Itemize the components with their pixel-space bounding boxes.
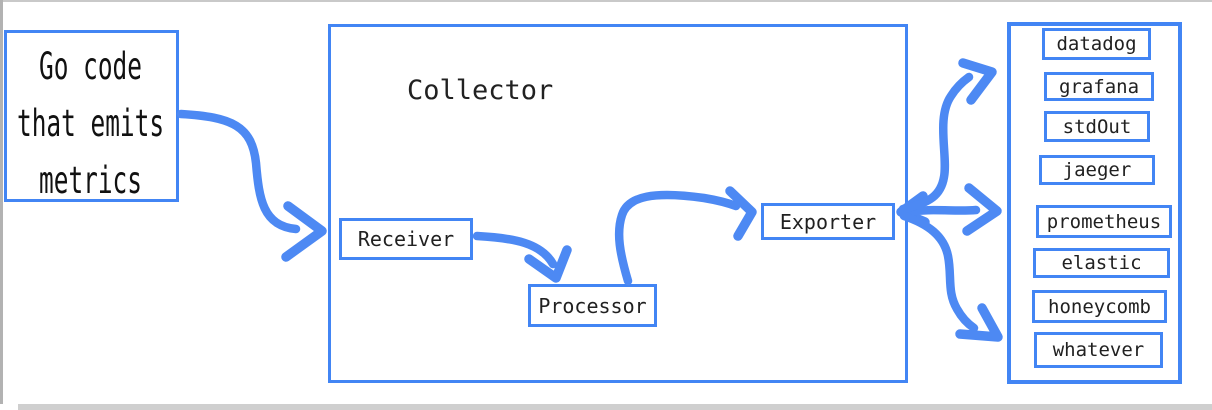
arrow-exporter-to-destinations-down — [899, 211, 979, 333]
source-box: Go code that emits metrics — [4, 30, 179, 202]
destination-label: jaeger — [1062, 159, 1132, 181]
destination-label: stdOut — [1062, 115, 1132, 138]
arrowhead-exporter-right — [962, 183, 1002, 236]
processor-label: Processor — [538, 293, 647, 318]
source-line: that emits — [17, 102, 165, 145]
window-left-edge — [0, 0, 3, 404]
source-box-text: Go code that emits metrics — [17, 38, 164, 209]
destination-label: prometheus — [1046, 210, 1162, 233]
processor-box: Processor — [528, 284, 657, 327]
collector-title: Collector — [407, 75, 554, 106]
receiver-box: Receiver — [339, 218, 473, 260]
source-line: Go code — [39, 45, 142, 88]
destination-elastic: elastic — [1033, 248, 1170, 278]
exporter-box: Exporter — [761, 203, 895, 240]
arrowhead-exporter-down — [955, 303, 1003, 342]
canvas-bottom-edge — [18, 404, 1212, 410]
destination-grafana: grafana — [1044, 72, 1154, 101]
destination-stdout: stdOut — [1044, 111, 1150, 142]
destination-label: whatever — [1052, 339, 1145, 361]
destination-label: elastic — [1061, 252, 1142, 274]
destination-whatever: whatever — [1034, 332, 1163, 368]
arrow-exporter-to-destinations-up — [898, 72, 974, 214]
destination-honeycomb: honeycomb — [1032, 290, 1167, 323]
destination-prometheus: prometheus — [1036, 205, 1172, 238]
arrowhead-source-to-collector — [281, 201, 327, 262]
destination-datadog: datadog — [1042, 28, 1151, 60]
receiver-label: Receiver — [357, 227, 455, 251]
arrowhead-exporter-up — [958, 58, 997, 105]
destination-label: honeycomb — [1048, 295, 1151, 318]
arrow-exporter-to-destinations-right — [898, 205, 981, 217]
destination-jaeger: jaeger — [1039, 155, 1155, 185]
destination-label: grafana — [1058, 75, 1140, 98]
canvas-top-edge — [3, 0, 1212, 2]
source-line: metrics — [39, 159, 142, 202]
destination-label: datadog — [1056, 33, 1137, 55]
arrow-source-to-collector — [176, 109, 301, 234]
exporter-label: Exporter — [779, 209, 877, 234]
